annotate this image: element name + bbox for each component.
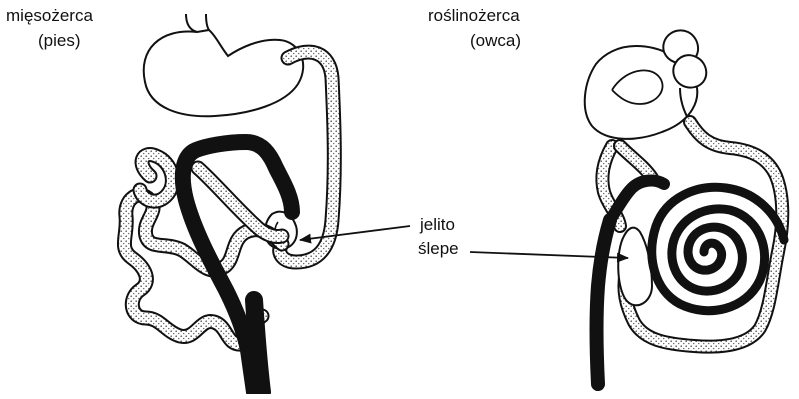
caecum-label-line1: jelito <box>420 214 455 235</box>
dog-esophagus <box>186 14 197 32</box>
carnivore-example-label: (pies) <box>38 30 81 51</box>
caecum-label-line2: ślepe <box>418 238 459 259</box>
herbivore-label: roślinożerca <box>428 5 520 26</box>
sheep-digestive-tract <box>585 30 784 384</box>
carnivore-label: mięsożerca <box>6 5 93 26</box>
dog-digestive-tract <box>124 14 334 392</box>
dog-stomach <box>144 30 303 116</box>
sheep-rectum <box>597 220 611 384</box>
caecum-arrow-dog <box>300 226 410 240</box>
sheep-caecum <box>618 228 652 306</box>
sheep-omasum <box>673 55 706 87</box>
herbivore-example-label: (owca) <box>470 30 521 51</box>
